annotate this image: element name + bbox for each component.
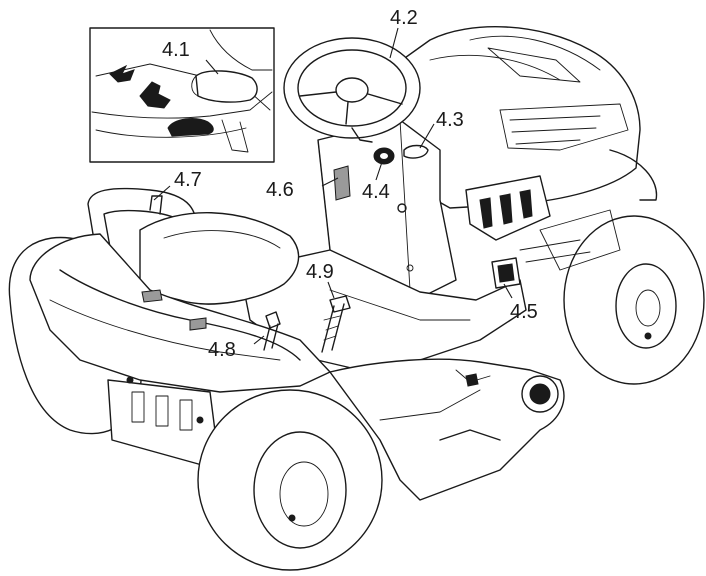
callout-4-4: 4.4 xyxy=(362,181,390,203)
callout-4-8: 4.8 xyxy=(208,339,236,361)
callout-4-9: 4.9 xyxy=(306,261,334,283)
turtle-slow-icon xyxy=(167,118,214,137)
ignition-switch xyxy=(373,144,429,165)
callout-4-1: 4.1 xyxy=(162,39,190,61)
callout-4-2: 4.2 xyxy=(390,7,418,29)
rabbit-fast-icon xyxy=(139,81,171,109)
rear-fender xyxy=(29,233,331,393)
dash-tower xyxy=(317,119,457,301)
rear-hitch-plate xyxy=(107,376,221,471)
headlight-switch xyxy=(491,257,521,289)
steering-wheel xyxy=(283,37,421,143)
callout-4-7: 4.7 xyxy=(174,169,202,191)
leader-lines xyxy=(153,27,513,345)
frame xyxy=(519,209,621,271)
callout-4-5: 4.5 xyxy=(510,301,538,323)
rear-right-wheel xyxy=(197,389,383,571)
throttle-detail-inset xyxy=(89,27,275,163)
mower-deck xyxy=(329,358,565,501)
callout-4-3: 4.3 xyxy=(436,109,464,131)
callout-4-6: 4.6 xyxy=(266,179,294,201)
brake-lever xyxy=(263,311,281,351)
cutting-height-lever xyxy=(321,295,351,353)
front-right-wheel xyxy=(563,215,705,385)
